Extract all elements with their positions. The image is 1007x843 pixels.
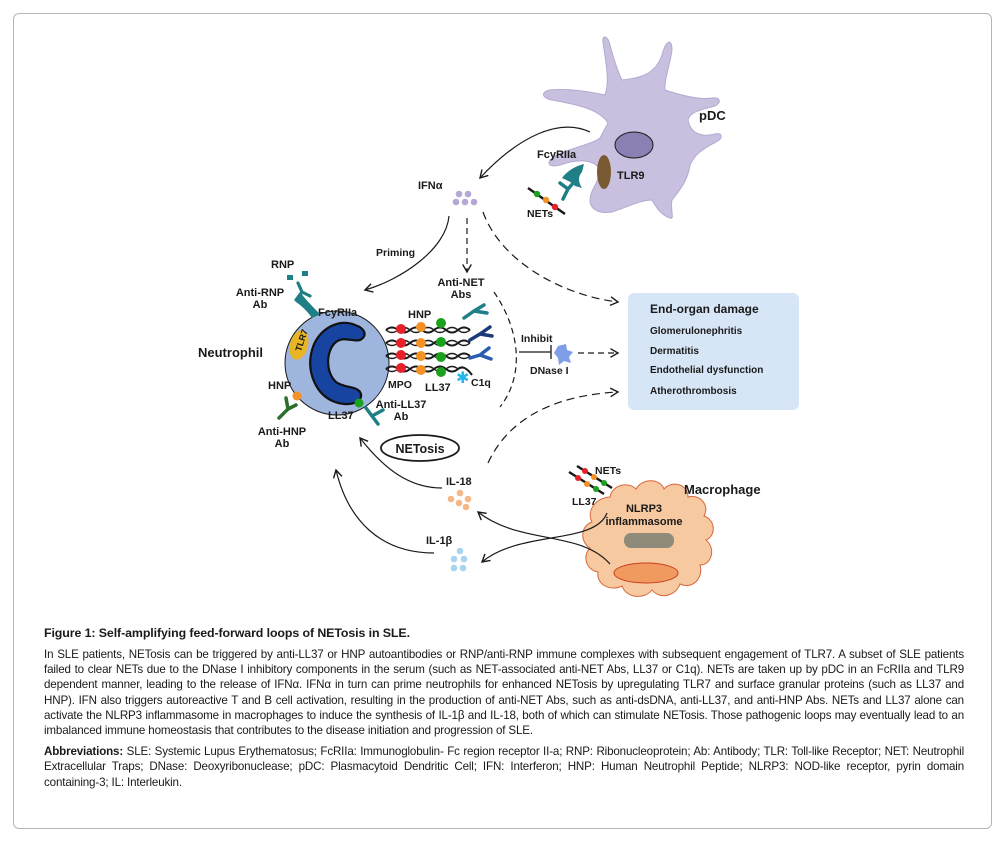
inflammasome: [624, 533, 674, 548]
nets-pdc-label: NETs: [527, 208, 553, 220]
net-strand: [385, 350, 471, 362]
caption-body: In SLE patients, NETosis can be triggere…: [44, 648, 964, 738]
figure-frame: [13, 13, 992, 829]
net-strand: [385, 318, 471, 334]
arrow-ifna-to-end-organ: [482, 211, 620, 307]
il18-molecules: [447, 489, 472, 511]
il1b-molecules: [450, 547, 468, 572]
neutrophil-label: Neutrophil: [198, 345, 263, 360]
net-strands: [385, 318, 473, 377]
dnase-label: DNase I: [530, 365, 569, 377]
figure-caption: Figure 1: Self-amplifying feed-forward l…: [44, 626, 964, 790]
fcyriia-neutrophil-label: FcyRIIa: [318, 307, 358, 319]
rnp-particle: [287, 275, 293, 280]
arrow-il18-to-end-organ: [487, 387, 620, 464]
abbreviations-label: Abbreviations:: [44, 745, 124, 759]
hnp-left-label: HNP: [268, 380, 291, 392]
pdc-nucleus: [614, 131, 654, 159]
end-organ-title: End-organ damage: [650, 302, 759, 316]
anti-net-antibody-icon: [468, 325, 494, 342]
arrow-pdc-to-ifna: [479, 126, 591, 180]
anti-net-antibody-icon: [468, 346, 493, 361]
net-strand-macrophage: [568, 464, 613, 496]
anti-hnp-antibody-icon: [277, 396, 298, 420]
netosis-ellipse: [380, 434, 460, 462]
net-strand-pdc: [527, 186, 566, 216]
c1q-icon: ✱: [456, 368, 469, 387]
fc-receptor-pdc-icon: [562, 164, 584, 188]
ll37-bottom-particle: [354, 398, 364, 408]
fcyriia-pdc-label: FcyRIIa: [537, 149, 577, 161]
ll37-bottom-label: LL37: [328, 410, 354, 422]
rnp-particle: [302, 271, 308, 276]
caption-title: Figure 1: Self-amplifying feed-forward l…: [44, 626, 410, 640]
netosis-label: NETosis: [395, 442, 444, 456]
macrophage-label: Macrophage: [684, 482, 761, 497]
priming-label: Priming: [376, 247, 415, 259]
end-organ-item: Glomerulonephritis: [650, 326, 743, 337]
end-organ-item: Atherothrombosis: [650, 386, 737, 397]
anti-ll37-antibody-icon: [364, 406, 385, 426]
ifna-molecules: [452, 190, 478, 206]
inhibit-line: [519, 345, 552, 359]
arrow-macrophage-to-il1b: [480, 512, 608, 563]
antibody-pdc-icon: [558, 180, 576, 201]
hnp-left-particle: [292, 391, 302, 401]
pdc-cell: [543, 36, 722, 219]
ifna-label: IFNα: [418, 180, 443, 192]
netosis-diagram: TLR9 pDC FcyRIIa NETs IFNα Priming TLR7 …: [198, 36, 799, 597]
macrophage-nucleus: [613, 562, 679, 584]
dashed-boundary-arc: [493, 291, 517, 408]
hnp-strand-label: HNP: [408, 309, 431, 321]
net-strand: [385, 363, 473, 377]
il18-label: IL-18: [446, 476, 472, 488]
anti-net-antibody-icon: [462, 303, 489, 320]
neutrophil-nucleus: [309, 321, 366, 406]
mpo-label: MPO: [388, 379, 412, 391]
il1b-label: IL-1β: [426, 535, 453, 547]
end-organ-box: [628, 293, 799, 410]
end-organ-item: Endothelial dysfunction: [650, 365, 763, 376]
c1q-label: C1q: [471, 377, 491, 389]
arrow-il1b-to-neutrophil: [332, 468, 435, 554]
net-strand: [385, 337, 471, 348]
end-organ-item: Dermatitis: [650, 346, 699, 357]
ll37-strand-label: LL37: [425, 382, 451, 394]
tlr7-receptor: [289, 330, 309, 360]
dnase-icon: [554, 344, 573, 365]
rnp-label: RNP: [271, 259, 294, 271]
anti-rnp-antibody-icon: [294, 281, 312, 302]
ll37-macrophage-label: LL37: [572, 496, 597, 508]
inhibit-label: Inhibit: [521, 333, 553, 345]
arrow-macrophage-to-il18: [476, 511, 611, 565]
arrow-il18-to-neutrophil: [359, 436, 443, 489]
nets-macrophage-label: NETs: [595, 465, 621, 477]
arrow-priming: [363, 215, 450, 293]
abbreviations-text: SLE: Systemic Lupus Erythematosus; FcRII…: [44, 745, 964, 789]
caption-abbreviations: Abbreviations: SLE: Systemic Lupus Eryth…: [44, 744, 964, 790]
tlr9-receptor: [597, 155, 611, 189]
fc-receptor-neutrophil-icon: [296, 292, 320, 318]
tlr9-label: TLR9: [617, 170, 645, 182]
pdc-label: pDC: [699, 108, 726, 123]
